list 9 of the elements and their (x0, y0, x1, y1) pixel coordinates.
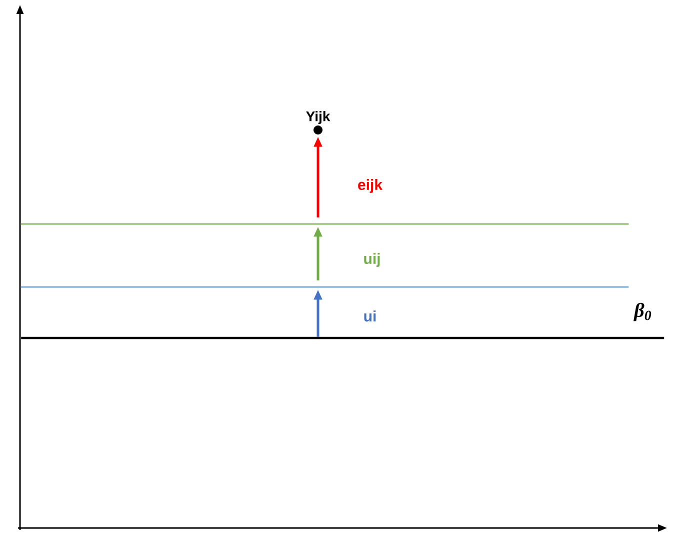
edge-label: ui (364, 310, 376, 322)
formula-label: β$_{0}$ (634, 302, 652, 322)
edge-label: uij (364, 253, 380, 267)
edge-label: eijk (358, 179, 383, 193)
data-point: Yijk (306, 111, 330, 134)
node-label: Yijk (306, 111, 330, 124)
horizontal-line (20, 336, 666, 340)
horizontal-line (20, 286, 630, 288)
horizontal-line (20, 223, 630, 225)
